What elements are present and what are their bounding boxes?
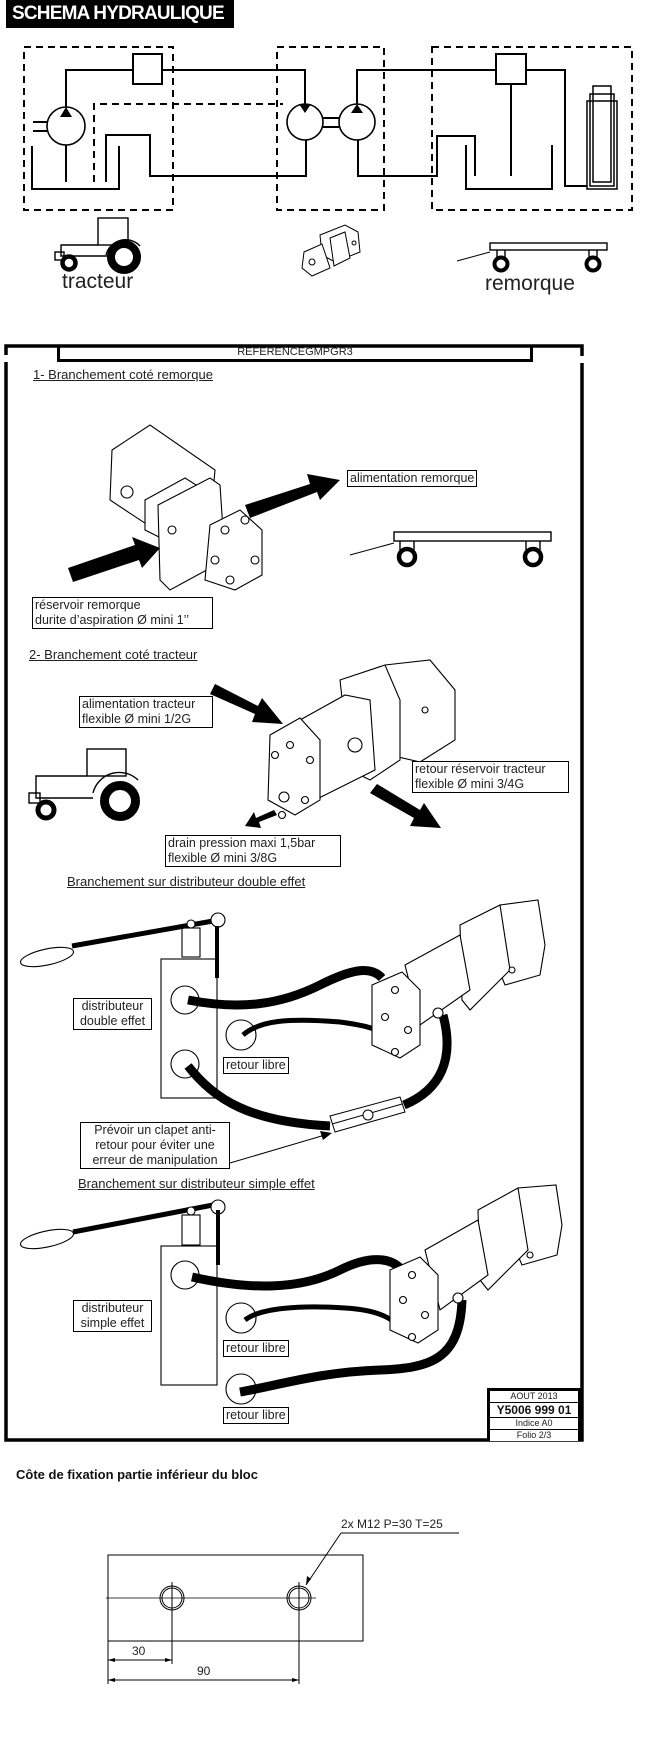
callout-drain: drain pression maxi 1,5bar flexible Ø mi… [165, 835, 341, 867]
callout-line: retour pour éviter une [95, 1138, 215, 1152]
gear-pump-drawing-2 [267, 659, 456, 820]
pump2-direction-arrow [351, 104, 363, 113]
title-block-part-number: Y5006 999 01 [490, 1403, 578, 1418]
tractor-tank-symbol [31, 146, 120, 190]
section3-heading: Branchement sur distributeur double effe… [67, 874, 306, 889]
sheet-drawing [4, 344, 584, 1442]
title-block-index: Indice A0 [490, 1418, 578, 1430]
pressure-line-to-motor [162, 69, 306, 104]
callout-simple-effect-valve: distributeur simple effet [73, 1300, 152, 1332]
callout-tractor-supply: alimentation tracteur flexible Ø mini 1/… [79, 696, 213, 728]
gear-pump-drawing-1 [109, 424, 263, 591]
callout-line: alimentation tracteur [82, 697, 196, 711]
trailer-tank-symbol [465, 145, 553, 190]
trailer-cylinder-symbol [586, 85, 618, 190]
arrow-trailer-supply [245, 474, 340, 518]
gear-pump-drawing-4 [389, 1184, 563, 1344]
section4-heading: Branchement sur distributeur simple effe… [78, 1176, 315, 1191]
callout-check-valve-note: Prévoir un clapet anti- retour pour évit… [80, 1122, 230, 1169]
drain-line-dashed [93, 103, 283, 182]
gear-pump-drawing-3 [371, 899, 546, 1059]
tractor-pressure-line [65, 69, 133, 107]
callout-trailer-supply: alimentation remorque [347, 470, 478, 487]
tractor-label: tracteur [62, 270, 134, 293]
callout-line: retour réservoir tracteur [415, 762, 546, 776]
port-free-return [225, 1019, 257, 1051]
hydraulic-circuit-diagram [23, 46, 633, 277]
callout-line: flexible Ø mini 3/8G [168, 851, 278, 865]
callout-line: erreur de manipulation [92, 1153, 218, 1167]
motor-direction-arrow [299, 104, 311, 113]
tractor-icon-section2 [28, 748, 140, 821]
mounting-hole-2 [286, 1582, 312, 1614]
callout-line: distributeur [81, 1301, 144, 1315]
pump-zone-box [276, 46, 385, 211]
callout-free-return-1: retour libre [223, 1340, 289, 1357]
trailer-label: remorque [485, 272, 575, 295]
section2-heading: 2- Branchement coté tracteur [29, 647, 198, 662]
arrow-drain [245, 810, 277, 828]
callout-tractor-return: retour réservoir tracteur flexible Ø min… [412, 761, 569, 793]
lever-handle-2 [19, 1228, 75, 1250]
callout-free-return-2: retour libre [223, 1407, 289, 1424]
mounting-section-title: Côte de fixation partie inférieur du blo… [16, 1467, 258, 1482]
mounting-block-outline [107, 1554, 364, 1642]
check-valve [329, 1096, 406, 1133]
callout-line: durite d’aspiration Ø mini 1’’ [35, 613, 190, 627]
port-free-return-2a [225, 1302, 257, 1334]
callout-trailer-tank: réservoir remorque durite d’aspiration Ø… [32, 597, 213, 629]
callout-free-return: retour libre [223, 1057, 289, 1074]
dimension-text-30: 30 [132, 1644, 146, 1658]
reference-label: REFERENCEGMPGR3 [57, 345, 533, 362]
return-line [105, 134, 307, 182]
pump-direction-arrow [60, 107, 72, 117]
distributor-simple-effect [19, 1199, 257, 1405]
title-block-date: AOUT 2013 [490, 1391, 578, 1403]
sheet-frame [4, 344, 584, 1442]
port-b [170, 1049, 200, 1079]
callout-double-effect-valve: distributeur double effet [73, 998, 152, 1030]
trailer-zone-box [431, 46, 633, 211]
tractor-icon [54, 217, 141, 274]
dimension-text-90: 90 [197, 1664, 211, 1678]
arrow-tank-suction [68, 537, 160, 582]
arrow-tractor-return [370, 784, 441, 828]
callout-line: distributeur [81, 999, 144, 1013]
distributor-double-effect [19, 912, 257, 1099]
trailer-icon-section1 [349, 531, 552, 568]
callout-line: flexible Ø mini 1/2G [82, 712, 192, 726]
callout-line: Prévoir un clapet anti- [94, 1123, 216, 1137]
callout-line: double effet [79, 1014, 146, 1028]
gear-pump-icon [301, 224, 361, 277]
section1-heading: 1- Branchement coté remorque [33, 367, 213, 382]
arrow-tractor-supply [210, 684, 283, 724]
title-block-folio: Folio 2/3 [516, 1430, 552, 1440]
callout-line: réservoir remorque [35, 598, 141, 612]
title-block: AOUT 2013 Y5006 999 01 Indice A0 Folio 2… [487, 1388, 581, 1441]
callout-line: drain pression maxi 1,5bar [168, 836, 316, 850]
tractor-zone-box [23, 46, 174, 211]
lever-handle [19, 946, 75, 968]
schema-title: SCHEMA HYDRAULIQUE [6, 0, 234, 28]
mounting-hole-1 [159, 1582, 185, 1614]
leader-arrow-check-valve [229, 1134, 326, 1164]
trailer-icon [456, 242, 608, 273]
callout-line: flexible Ø mini 3/4G [415, 777, 525, 791]
thread-callout: 2x M12 P=30 T=25 [341, 1517, 443, 1531]
callout-line: simple effet [80, 1316, 145, 1330]
